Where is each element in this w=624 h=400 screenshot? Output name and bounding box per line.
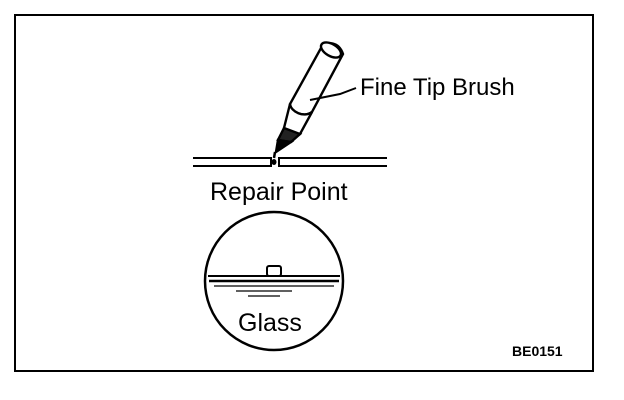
paint-drop	[272, 151, 277, 159]
glass-label: Glass	[238, 309, 302, 337]
brush-tip	[274, 138, 295, 155]
brush-label: Fine Tip Brush	[360, 74, 515, 101]
figure-frame	[14, 14, 594, 372]
defogger-line-left	[193, 157, 272, 167]
figure-code: BE0151	[512, 343, 563, 359]
repair-bump	[266, 265, 282, 277]
brush-leader-line	[309, 87, 357, 101]
fine-tip-brush	[274, 41, 345, 155]
brush-cap	[319, 41, 343, 59]
defogger-line	[193, 157, 387, 167]
magnified-view	[203, 210, 345, 352]
paint-droplet	[271, 159, 277, 165]
defogger-line-right	[278, 157, 387, 167]
repair-point-label: Repair Point	[210, 178, 348, 206]
